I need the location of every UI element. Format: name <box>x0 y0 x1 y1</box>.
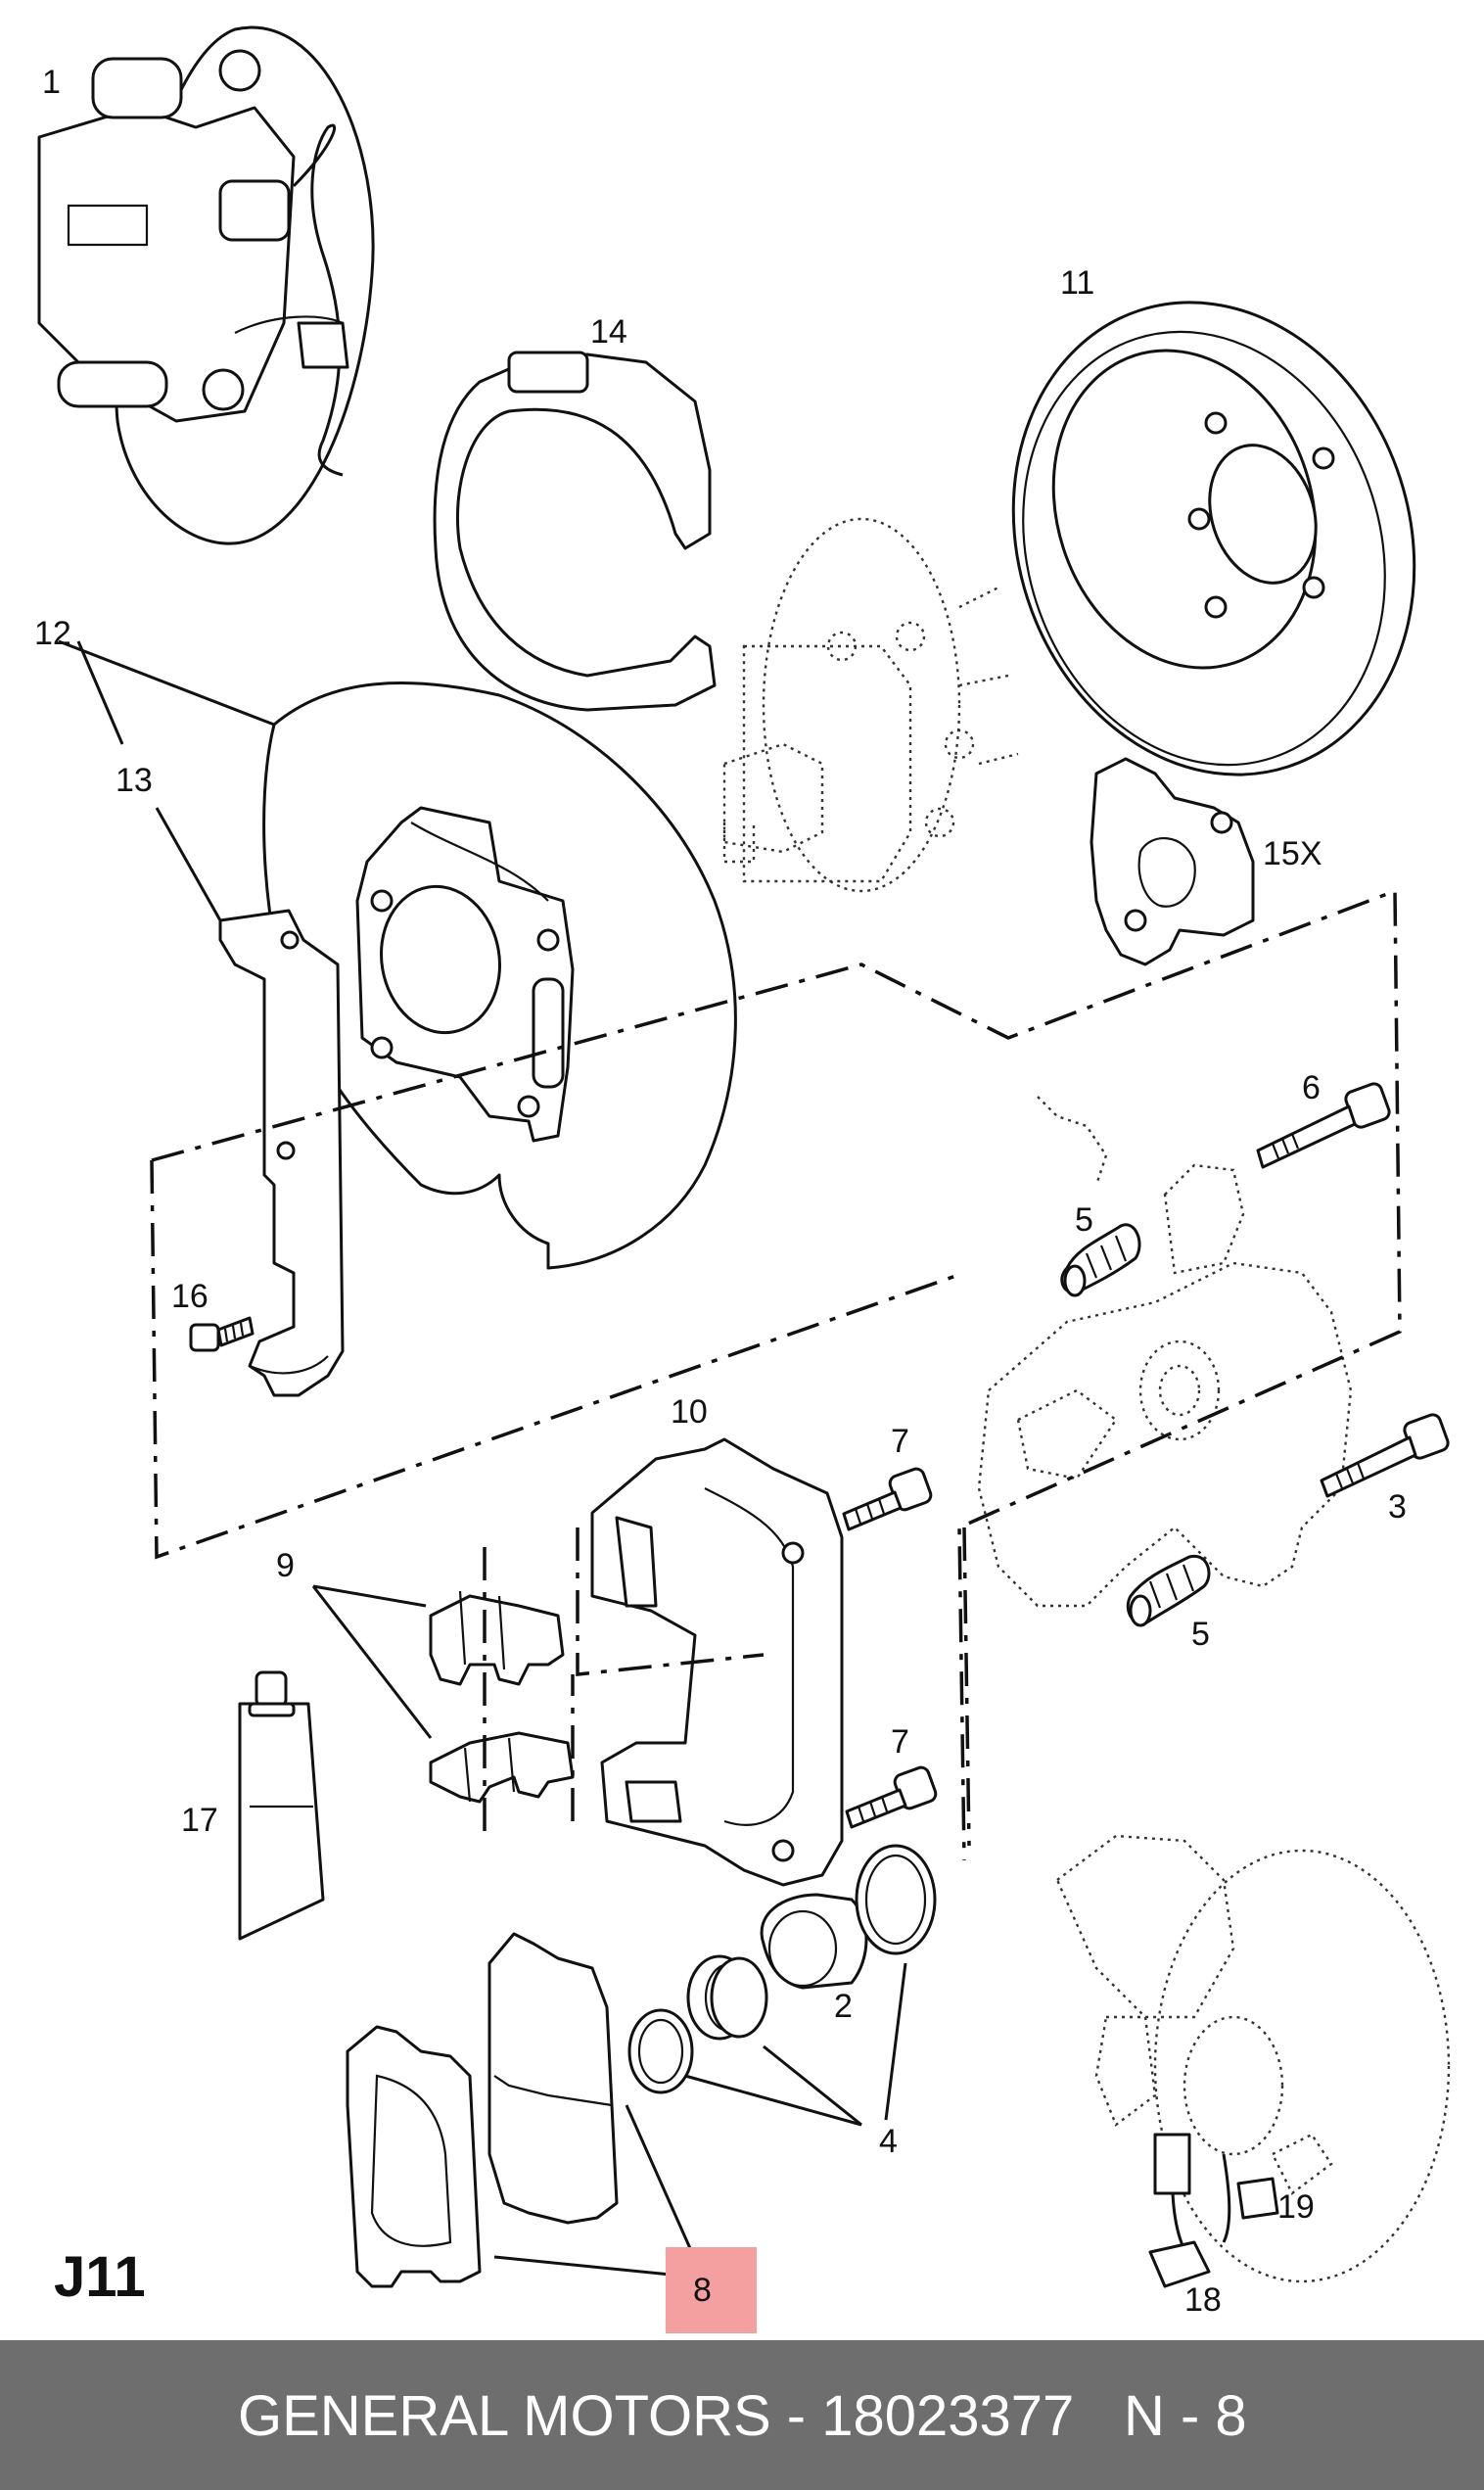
callout-16: 16 <box>171 1278 209 1315</box>
callout-8-highlight <box>666 2247 757 2333</box>
pad-clip-lower-part <box>429 1731 575 1804</box>
carrier-bolt-upper-part <box>842 1467 933 1531</box>
grease-tube-part <box>238 1670 325 1941</box>
callout-13: 13 <box>116 762 153 799</box>
bracket-part <box>218 909 345 1397</box>
callout-1: 1 <box>42 64 61 101</box>
guide-boot-upper-part <box>1060 1223 1141 1297</box>
caliper-housing-ghost <box>977 1096 1353 1608</box>
piston-seal-part <box>686 1954 768 2041</box>
caliper-carrier-part <box>1090 757 1255 966</box>
assembly-outline <box>150 888 1402 1861</box>
callout-5-lower: 5 <box>1191 1616 1210 1653</box>
callout-14: 14 <box>590 313 627 351</box>
bracket-bolt-part <box>189 1316 255 1352</box>
callout-6: 6 <box>1302 1069 1321 1106</box>
brake-disc-part <box>1011 301 1416 776</box>
callout-3: 3 <box>1388 1488 1407 1526</box>
wheel-hub-ghost <box>722 517 1019 893</box>
callout-19: 19 <box>1277 2188 1315 2226</box>
parking-brake-shoe-part <box>433 351 717 712</box>
piston-part <box>760 1893 868 1990</box>
callout-2: 2 <box>834 1988 853 2025</box>
callout-17: 17 <box>181 1802 218 1839</box>
callout-15x: 15X <box>1263 835 1322 872</box>
brake-pad-inner-part <box>346 2025 482 2288</box>
callout-8: 8 <box>693 2272 712 2309</box>
caliper-assembly-part <box>37 25 375 545</box>
brake-pad-outer-part <box>487 1932 619 2225</box>
parking-brake-caliper-ghost <box>1055 1834 1451 2283</box>
callout-5-upper: 5 <box>1075 1201 1093 1239</box>
guide-bolt-lower-part <box>1320 1413 1450 1498</box>
guide-bolt-upper-part <box>1256 1082 1391 1169</box>
callout-leaders <box>58 639 907 2282</box>
callout-9: 9 <box>276 1547 295 1584</box>
callout-18: 18 <box>1184 2281 1222 2319</box>
page-reference: N - 8 <box>1124 2384 1247 2448</box>
dust-boot-ring-part <box>627 2008 694 2094</box>
callout-7-lower: 7 <box>891 1723 909 1761</box>
callout-4: 4 <box>879 2123 898 2160</box>
carrier-bolt-lower-part <box>845 1765 938 1829</box>
callout-7-upper: 7 <box>891 1423 909 1460</box>
seal-ring-part <box>855 1844 937 1955</box>
callout-10: 10 <box>671 1393 708 1431</box>
dust-shield-part <box>262 681 737 1270</box>
page-code: J11 <box>54 2245 146 2309</box>
guide-boot-lower-part <box>1126 1554 1211 1627</box>
callout-11: 11 <box>1060 264 1094 302</box>
callout-12: 12 <box>34 615 71 652</box>
wear-sensor-part <box>1148 2133 1211 2288</box>
part-number-footer: GENERAL MOTORS - 18023377 N - 8 <box>0 2340 1484 2490</box>
sensor-clip-part <box>1222 2153 1279 2243</box>
pad-clip-upper-part <box>429 1590 565 1686</box>
manufacturer-part-number: GENERAL MOTORS - 18023377 <box>238 2384 1075 2448</box>
brake-exploded-diagram: 1 14 11 12 13 15X 6 5 16 10 7 3 9 5 7 17… <box>34 25 1451 2333</box>
caliper-frame-part <box>590 1437 844 1887</box>
